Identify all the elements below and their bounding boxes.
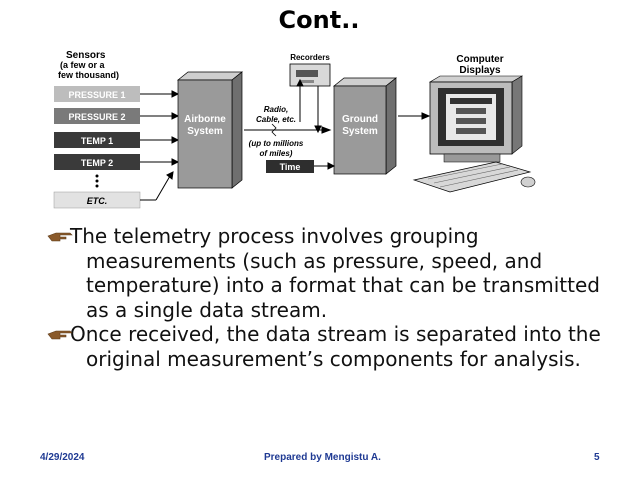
- footer-author: Prepared by Mengistu A.: [264, 452, 381, 463]
- computer-monitor: [428, 75, 524, 163]
- footer-page-number: 5: [594, 452, 600, 463]
- time-arrow: [314, 162, 336, 170]
- sensor-label-etc: ETC.: [87, 196, 108, 206]
- distance-label: (up to millions: [249, 139, 304, 148]
- ground-system-box: Ground System: [333, 77, 397, 175]
- bullet-text: The telemetry process involves grouping …: [70, 224, 600, 322]
- ellipsis-dot: [95, 184, 99, 188]
- airborne-label: Airborne: [184, 114, 226, 125]
- footer-date: 4/29/2024: [40, 452, 85, 463]
- airborne-system-box: Airborne System: [177, 71, 243, 189]
- pointing-hand-icon: [47, 330, 73, 340]
- sensor-arrows: [140, 90, 180, 201]
- sensor-label-pressure-2: PRESSURE 2: [68, 112, 125, 122]
- sensors-heading-sub1: (a few or a: [60, 60, 106, 70]
- keyboard: [412, 161, 532, 193]
- sensors-heading-sub2: few thousand): [58, 70, 119, 80]
- pointing-hand-icon: [47, 232, 73, 242]
- ellipsis-dot: [95, 179, 99, 183]
- slide-title: Cont..: [278, 6, 360, 34]
- ground-label-2: System: [342, 126, 378, 137]
- bullet-item: The telemetry process involves grouping …: [47, 224, 608, 322]
- sensors-heading: Sensors: [66, 50, 106, 61]
- recorders-device: [289, 63, 331, 87]
- time-box: [266, 160, 314, 173]
- bullet-item: Once received, the data stream is separa…: [47, 322, 608, 371]
- ground-label: Ground: [342, 114, 378, 125]
- sensor-box-pressure-2: [54, 108, 140, 124]
- computer-label-2: Displays: [459, 65, 501, 76]
- link-arrow: [244, 123, 332, 137]
- distance-label-2: of miles): [260, 149, 293, 158]
- ground-to-display-arrow: [398, 112, 431, 120]
- sensor-box-temp-2: [54, 154, 140, 170]
- recorder-arrows: [296, 78, 322, 134]
- link-label-2: Cable, etc.: [256, 115, 296, 124]
- sensor-list: PRESSURE 1 PRESSURE 2 TEMP 1 TEMP 2 ETC.: [53, 86, 141, 209]
- sensor-box-pressure-1: [54, 86, 140, 102]
- mouse: [520, 176, 536, 188]
- time-label: Time: [280, 162, 301, 172]
- sensor-label-pressure-1: PRESSURE 1: [68, 90, 125, 100]
- bullet-text: Once received, the data stream is separa…: [70, 322, 601, 371]
- sensor-label-temp-2: TEMP 2: [81, 158, 113, 168]
- ellipsis-dot: [95, 174, 99, 178]
- airborne-label-2: System: [187, 126, 223, 137]
- telemetry-diagram: Sensors (a few or a few thousand) PRESSU…: [53, 50, 536, 209]
- sensor-box-temp-1: [54, 132, 140, 148]
- recorders-label: Recorders: [290, 53, 330, 62]
- sensor-label-temp-1: TEMP 1: [81, 136, 113, 146]
- bullet-list: The telemetry process involves grouping …: [47, 224, 608, 371]
- computer-label: Computer: [456, 54, 503, 65]
- link-label: Radio,: [264, 105, 288, 114]
